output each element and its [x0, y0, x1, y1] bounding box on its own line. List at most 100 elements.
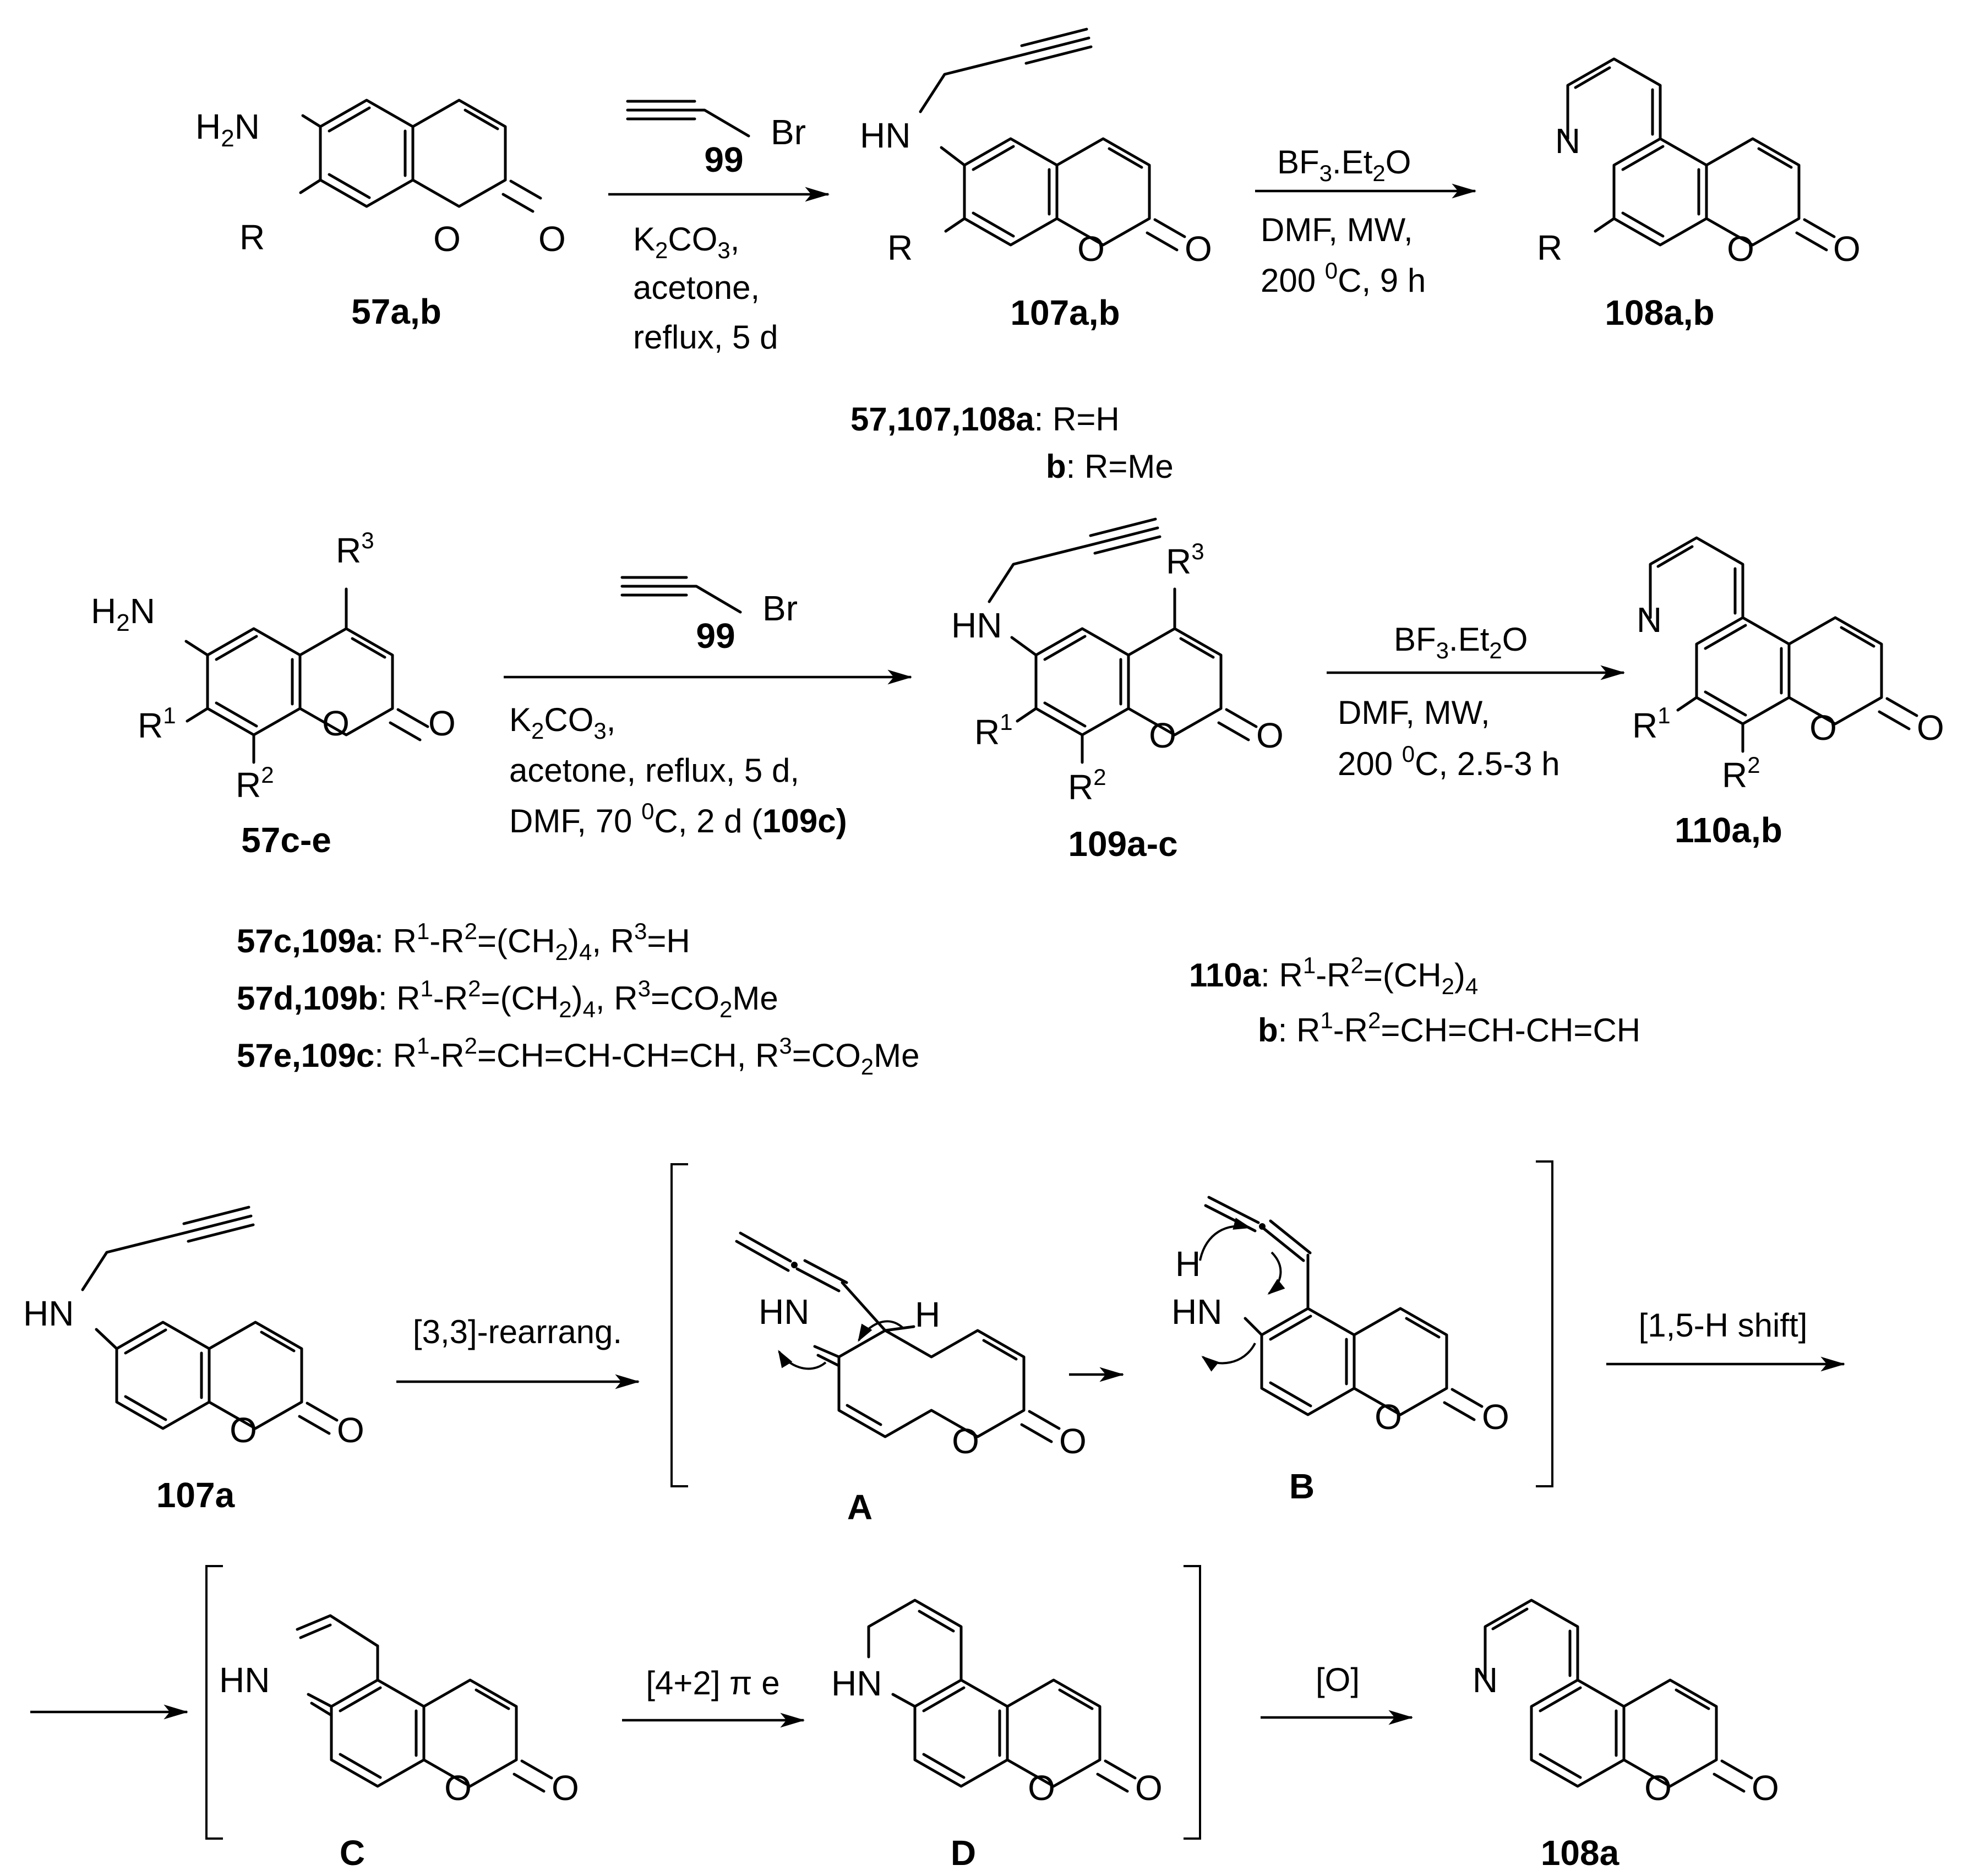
svg-text:O: O	[1149, 716, 1176, 755]
arrow-label: [4+2] π e	[646, 1665, 779, 1702]
svg-text:R2: R2	[236, 762, 274, 805]
svg-text:57c,109a: R1-R2=(CH2)4, R3=H: 57c,109a: R1-R2=(CH2)4, R3=H	[237, 918, 690, 965]
svg-text:HN: HN	[759, 1292, 809, 1332]
reagent-99-row2: Br 99	[620, 576, 798, 656]
svg-text:R1: R1	[138, 702, 176, 745]
svg-text:O: O	[1256, 716, 1284, 755]
ring-oxygen: O	[433, 219, 461, 259]
svg-text:O: O	[952, 1421, 979, 1461]
intermediate-A: HN H O O A	[735, 1231, 1087, 1527]
svg-text:O: O	[444, 1768, 472, 1808]
svg-text:O: O	[1375, 1397, 1402, 1437]
svg-text:D: D	[951, 1833, 976, 1873]
arrow-label: [1,5-H shift]	[1639, 1307, 1808, 1344]
carbonyl-oxygen: O	[1833, 229, 1861, 269]
svg-text:b: R=Me: b: R=Me	[1046, 448, 1174, 485]
svg-text:R3: R3	[336, 527, 374, 570]
r-label: R	[887, 228, 913, 268]
open-bracket	[670, 1163, 688, 1487]
svg-text:HN: HN	[219, 1660, 270, 1700]
reagent-99-row1: Br 99	[626, 100, 806, 179]
svg-text:R2: R2	[1068, 764, 1106, 807]
svg-text:HN: HN	[951, 606, 1002, 645]
svg-text:O: O	[230, 1410, 257, 1450]
row2-definitions: 57c,109a: R1-R2=(CH2)4, R3=H 57d,109b: R…	[237, 918, 1640, 1079]
close-bracket	[1184, 1565, 1201, 1840]
svg-text:57e,109c: R1-R2=CH=CH-CH=CH, R: 57e,109c: R1-R2=CH=CH-CH=CH, R3=CO2Me	[237, 1033, 920, 1079]
svg-text:R1: R1	[1632, 702, 1671, 745]
svg-text:O: O	[1028, 1768, 1055, 1808]
svg-text:HN: HN	[23, 1294, 74, 1333]
svg-text:R3: R3	[1166, 538, 1204, 581]
ring-oxygen: O	[1077, 229, 1105, 269]
svg-text:DMF, 70 0C, 2 d (109c): DMF, 70 0C, 2 d (109c)	[509, 798, 847, 839]
svg-text:DMF, MW,: DMF, MW,	[1338, 694, 1490, 731]
svg-text:O: O	[322, 704, 350, 743]
svg-text:K2CO3,: K2CO3,	[509, 701, 615, 744]
svg-text:BF3.Et2O: BF3.Et2O	[1394, 621, 1528, 663]
svg-text:O: O	[1059, 1421, 1087, 1461]
arrow-label: [3,3]-rearrang.	[413, 1313, 622, 1350]
arrow-label: [O]	[1316, 1661, 1360, 1698]
svg-text:C: C	[340, 1833, 365, 1873]
svg-text:107a: 107a	[156, 1475, 235, 1515]
svg-text:BF3.Et2O: BF3.Et2O	[1277, 144, 1411, 186]
intermediate-B: H HN O O B	[1171, 1196, 1509, 1506]
conditions-step2: BF3.Et2O DMF, MW, 200 0C, 2.5-3 h	[1338, 621, 1560, 782]
svg-text:110a: R1-R2=(CH2)4: 110a: R1-R2=(CH2)4	[1189, 952, 1478, 999]
r-label: R	[239, 217, 265, 257]
svg-text:O: O	[1752, 1768, 1779, 1808]
svg-text:200 0C, 2.5-3 h: 200 0C, 2.5-3 h	[1338, 741, 1560, 782]
conditions-step2: BF3.Et2O DMF, MW, 200 0C, 9 h	[1261, 144, 1426, 299]
svg-text:57d,109b: R1-R2=(CH2)4, R3=CO2: 57d,109b: R1-R2=(CH2)4, R3=CO2Me	[237, 975, 778, 1022]
svg-text:109a-c: 109a-c	[1068, 824, 1177, 864]
svg-text:H2N: H2N	[91, 591, 155, 636]
svg-text:acetone,: acetone,	[633, 269, 760, 306]
svg-text:b: R1-R2=CH=CH-CH=CH: b: R1-R2=CH=CH-CH=CH	[1258, 1007, 1640, 1049]
r-label: R	[1537, 228, 1562, 268]
intermediate-D: HN O O D	[831, 1599, 1163, 1873]
svg-text:O: O	[337, 1410, 364, 1450]
intermediate-C: HN O O C	[219, 1614, 579, 1873]
svg-text:acetone, reflux, 5 d,: acetone, reflux, 5 d,	[509, 752, 799, 789]
open-bracket	[205, 1565, 223, 1840]
svg-text:200 0C, 9 h: 200 0C, 9 h	[1261, 258, 1426, 299]
svg-text:H: H	[915, 1295, 940, 1334]
svg-text:B: B	[1289, 1466, 1315, 1506]
compound-109ac: HN R3 R1 R2 O O 109a-c	[951, 519, 1284, 864]
conditions-step1: K2CO3, acetone, reflux, 5 d	[633, 221, 778, 356]
row1-definitions: 57,107,108a: R=H b: R=Me	[850, 401, 1174, 485]
reagent-label: 99	[704, 140, 743, 179]
carbonyl-oxygen: O	[538, 219, 566, 259]
svg-text:R2: R2	[1722, 752, 1760, 795]
svg-text:HN: HN	[831, 1664, 882, 1703]
compound-108ab: N R O O 108a,b	[1537, 59, 1861, 332]
compound-107ab: HN R O O 107a,b	[860, 29, 1212, 332]
conditions-step1: K2CO3, acetone, reflux, 5 d, DMF, 70 0C,…	[509, 701, 847, 839]
svg-text:H: H	[1175, 1244, 1201, 1284]
svg-text:O: O	[552, 1768, 579, 1808]
svg-text:K2CO3,: K2CO3,	[633, 221, 739, 263]
svg-text:O: O	[1135, 1768, 1163, 1808]
svg-text:57,107,108a: R=H: 57,107,108a: R=H	[850, 401, 1120, 438]
svg-text:Br: Br	[762, 588, 798, 628]
svg-text:reflux, 5 d: reflux, 5 d	[633, 319, 778, 356]
svg-text:DMF, MW,: DMF, MW,	[1261, 211, 1413, 248]
compound-label: 108a,b	[1605, 293, 1714, 332]
hn-label: HN	[860, 116, 910, 155]
svg-text:R1: R1	[974, 709, 1013, 752]
compound-107a: HN O O 107a	[23, 1207, 364, 1515]
ring-oxygen: O	[1727, 229, 1754, 269]
compound-57ab: H2N R O O 57a,b	[195, 100, 566, 331]
svg-text:N: N	[1637, 600, 1662, 640]
svg-text:A: A	[847, 1487, 873, 1527]
svg-text:99: 99	[696, 616, 735, 656]
svg-text:O: O	[1644, 1768, 1672, 1808]
nitrogen-label: N	[1555, 121, 1580, 161]
compound-108a: N O O 108a	[1473, 1600, 1779, 1873]
bromine-label: Br	[771, 112, 806, 152]
compound-label: 107a,b	[1010, 293, 1120, 332]
svg-text:O: O	[1917, 708, 1944, 748]
close-bracket	[1536, 1160, 1553, 1487]
